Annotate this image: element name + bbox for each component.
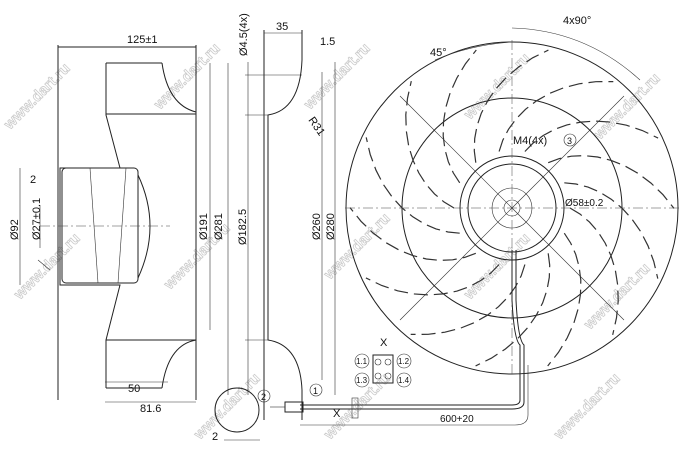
watermark-text: www.dart.ru <box>300 40 374 114</box>
blade <box>365 264 500 296</box>
blade <box>475 253 551 367</box>
thread-marker: 3 <box>567 136 572 146</box>
blade <box>524 120 659 152</box>
dim-bottom-2: 2 <box>212 431 218 443</box>
dim-inner-diameter: Ø182.5 <box>237 209 249 245</box>
blade <box>547 154 675 209</box>
pin-1-1: 1.1 <box>356 357 368 366</box>
dim-flange: 1.5 <box>320 36 335 48</box>
angle-4x90: 4x90° <box>563 15 591 27</box>
pin-1-2: 1.2 <box>398 357 410 366</box>
dim-inlet-diameter: Ø191 <box>198 213 210 240</box>
blade-layer <box>349 49 675 367</box>
pin-1-4: 1.4 <box>398 376 410 385</box>
connector-detail: X 1.1 1.2 1.3 1.4 <box>354 337 412 388</box>
blade <box>569 207 619 336</box>
blade <box>410 264 526 335</box>
nozzle-view: Ø4.5(4x) 35 1.5 R31 Ø182.5 Ø260 Ø280 <box>237 13 337 420</box>
blade <box>442 49 477 184</box>
dim-outer-diameter: Ø281 <box>213 213 225 240</box>
dim-hub-offset: 2 <box>30 174 36 186</box>
watermark-text: www.dart.ru <box>550 370 624 444</box>
watermark-text: www.dart.ru <box>190 370 264 444</box>
watermark-text: www.dart.ru <box>150 40 224 114</box>
blade <box>473 49 549 163</box>
dim-motor-diameter: Ø92 <box>9 219 21 240</box>
watermark-text: www.dart.ru <box>10 230 84 304</box>
cable-length: 600+20 <box>440 414 474 425</box>
detail-circle <box>214 387 260 433</box>
blade <box>547 232 582 367</box>
side-view: 125±1 2 Ø92 Ø27±0.1 Ø191 Ø281 50 81.6 2 … <box>9 34 271 443</box>
thread-label: M4(4x) <box>513 135 547 147</box>
watermark-text: www.dart.ru <box>0 60 74 134</box>
watermark-text: www.dart.ru <box>590 70 664 144</box>
dim-bottom-50: 50 <box>128 383 140 395</box>
dim-hole-diameter: Ø4.5(4x) <box>238 13 250 56</box>
watermark-text: www.dart.ru <box>580 260 654 334</box>
blade <box>349 207 477 262</box>
angle-45: 45° <box>430 47 447 59</box>
dim-d260: Ø260 <box>311 213 323 240</box>
watermark-layer: www.dart.ru www.dart.ru www.dart.ru www.dar… <box>0 40 664 444</box>
dim-length: 125±1 <box>127 34 158 46</box>
view-arrow-x: X <box>333 408 341 420</box>
blade <box>405 80 455 209</box>
dim-radius: R31 <box>306 115 327 138</box>
hub-diameter: Ø58±0.2 <box>565 198 604 209</box>
connector-title: X <box>380 337 388 349</box>
cable-marker: 1 <box>313 386 318 396</box>
front-view: 45° 4x90° M4(4x) 3 Ø58±0.2 1 X 600+20 <box>270 15 680 426</box>
pin-1-3: 1.3 <box>356 376 368 385</box>
dim-d280: Ø280 <box>325 213 337 240</box>
blade <box>498 81 614 152</box>
dim-bottom-81-6: 81.6 <box>140 403 161 415</box>
dim-shaft-diameter: Ø27±0.1 <box>31 198 43 240</box>
dim-depth: 35 <box>276 21 288 33</box>
